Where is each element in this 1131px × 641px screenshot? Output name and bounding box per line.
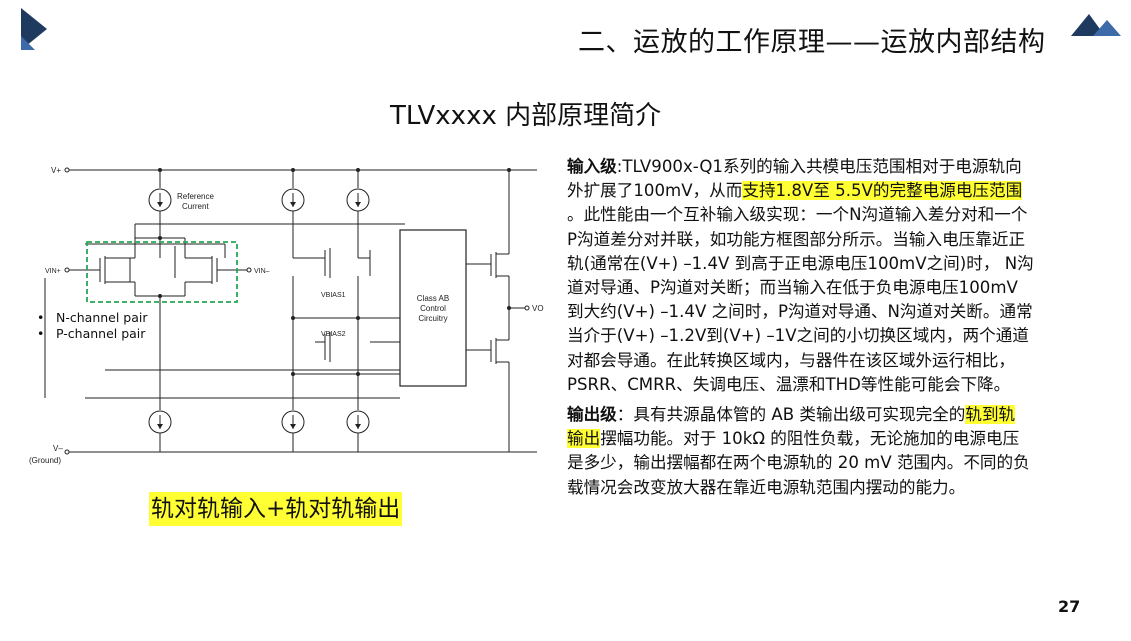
input-stage-line: :TLV900x-Q1系列的输入共模电压范围相对于电源轨向 (616, 157, 1022, 176)
input-stage-highlight: 支持1.8V至 5.5V的完整电源电压范围 (742, 181, 1023, 201)
output-stage-line: 载情况会改变放大器在靠近电源轨范围内摆动的能力。 (567, 477, 966, 497)
bullet-list: •N-channel pair •P-channel pair (37, 310, 148, 342)
class-ab-line1: Class AB (417, 294, 449, 303)
vin-plus-label: VIN+ (45, 268, 61, 275)
class-ab-line3: Circuitry (418, 314, 447, 323)
input-stage-line: 到大约(V+) –1.4V 之间时，P沟道对导通、N沟道对关断。通常 (567, 302, 1033, 322)
ground-label: (Ground) (29, 456, 61, 465)
output-stage-label: 输出级 (567, 405, 617, 424)
bullet-item: •N-channel pair (37, 310, 148, 325)
vminus-label: V– (53, 444, 63, 453)
logo-left-icon (21, 8, 47, 50)
vin-minus-label: VIN– (254, 268, 270, 275)
input-stage-line: 当介于(V+) –1.2V到(V+) –1V之间的小切换区域内，两个通道 (567, 326, 1029, 346)
output-stage-highlight: 轨到轨 (965, 405, 1016, 424)
circuit-diagram: V+ V– (Ground) Reference Current VIN+ VI… (25, 158, 550, 470)
slide-subtitle: TLVxxxx 内部原理简介 (390, 101, 662, 131)
input-stage-paragraph: 输入级:TLV900x-Q1系列的输入共模电压范围相对于电源轨向 外扩展了100… (567, 155, 1097, 397)
n-p-pair-highlight-box (86, 241, 238, 303)
page-number: 27 (1058, 597, 1081, 616)
bullet-n-channel: N-channel pair (56, 310, 148, 325)
vo-label: VO (532, 304, 544, 313)
input-stage-line: P沟道差分对并联，如功能方框图部分所示。当输入电压靠近正 (567, 229, 1026, 249)
ref-current-line2: Current (182, 202, 209, 211)
input-stage-line: 轨(通常在(V+) –1.4V 到高于正电源电压100mV之间)时， N沟 (567, 253, 1034, 273)
vbias1-label: VBIAS1 (321, 292, 346, 299)
logo-right-icon (1071, 14, 1121, 36)
output-stage-line: 摆幅功能。对于 10kΩ 的阻性负载，无论施加的电源电压 (600, 429, 1020, 449)
bullet-p-channel: P-channel pair (56, 326, 146, 341)
header-title: 二、运放的工作原理——运放内部结构 (578, 27, 1046, 58)
vplus-label: V+ (51, 166, 61, 175)
bullet-item: •P-channel pair (37, 326, 146, 341)
output-stage-line: 是多少，输出摆幅都在两个电源轨的 20 mV 范围内。不同的负 (567, 453, 1030, 473)
input-stage-label: 输入级 (567, 157, 617, 176)
vbias2-label: VBIAS2 (321, 331, 346, 338)
caption-highlight: 轨对轨输入+轨对轨输出 (149, 492, 403, 526)
input-stage-line: 。此性能由一个互补输入级实现：一个N沟道输入差分对和一个 (567, 205, 1028, 225)
input-stage-line: 外扩展了100mV，从而 (567, 181, 743, 201)
output-stage-highlight: 输出 (567, 429, 601, 449)
class-ab-line2: Control (420, 304, 446, 313)
input-stage-line: 道对导通、P沟道对关断；而当输入在低于负电源电压100mV (567, 277, 1018, 297)
output-stage-line: ：具有共源晶体管的 AB 类输出级可实现完全的 (616, 405, 966, 424)
ref-current-line1: Reference (177, 192, 214, 201)
input-stage-line: 对都会导通。在此转换区域内，与器件在该区域外运行相比， (567, 350, 1016, 370)
output-stage-paragraph: 输出级：具有共源晶体管的 AB 类输出级可实现完全的轨到轨 输出摆幅功能。对于 … (567, 403, 1097, 500)
input-stage-line: PSRR、CMRR、失调电压、温漂和THD等性能可能会下降。 (567, 374, 1011, 394)
